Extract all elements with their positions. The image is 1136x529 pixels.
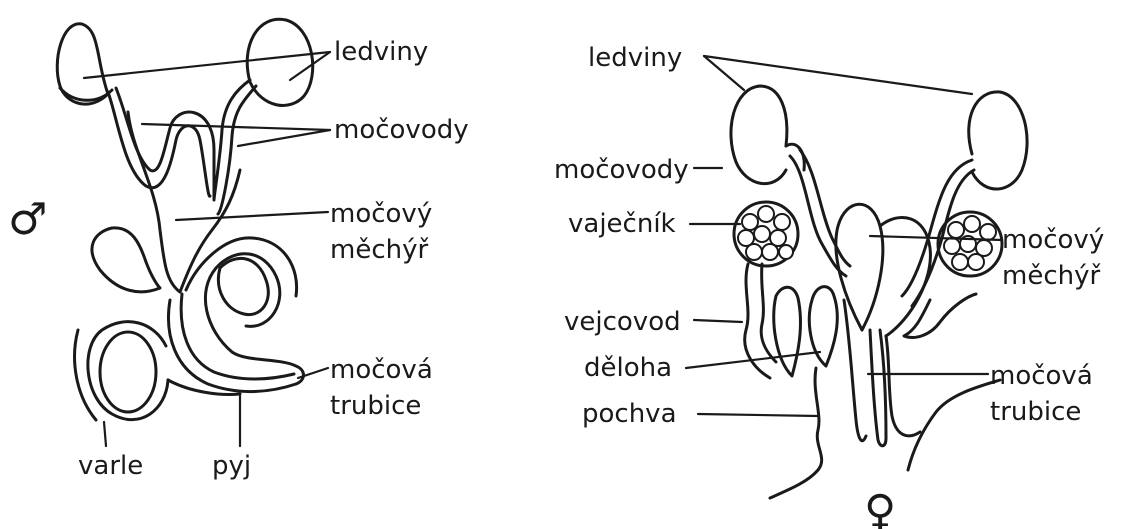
female-right-outer [908, 380, 1000, 470]
male-leaders [84, 52, 330, 446]
female-left-kidney [731, 86, 787, 184]
male-symbol: ♂ [8, 194, 47, 245]
male-label-testis: varle [78, 451, 143, 481]
female-label-urethra-1: močová [990, 361, 1093, 391]
female-label-uterus: děloha [584, 353, 672, 383]
male-label-penis: pyj [212, 451, 251, 481]
female-vagina-leader [698, 414, 818, 416]
female-right-oviduct [886, 336, 920, 436]
male-label-bladder-2: měchýř [330, 235, 428, 265]
female-oviduct-leader [694, 320, 742, 322]
female-kidneys-leader-2 [704, 56, 972, 94]
female-label-oviduct: vejcovod [564, 307, 681, 337]
female-vagina [770, 368, 822, 498]
male-bladder-leader [176, 212, 328, 220]
female-label-ovary: vaječník [568, 209, 676, 239]
female-label-bladder-1: močový [1002, 225, 1104, 255]
female-uterus-body [844, 300, 866, 441]
female-uterus-leader [686, 352, 820, 368]
male-testis [100, 332, 156, 412]
female-urethra [870, 330, 886, 446]
male-label-urethra-1: močová [330, 355, 433, 385]
female-right-kidney [969, 92, 1027, 189]
female-label-ureters: močovody [554, 155, 689, 185]
male-right-kidney [247, 19, 313, 105]
female-bladder [836, 204, 883, 330]
male-left-lobe [92, 228, 160, 292]
female-uterus-center [809, 287, 837, 366]
female-diagram [731, 86, 1027, 498]
male-penis-loop-inner [218, 258, 268, 314]
female-label-vagina: pochva [582, 399, 677, 429]
male-ureters-leader-2 [238, 130, 330, 146]
male-testis-leader [104, 422, 106, 446]
female-right-ovary [938, 212, 1002, 276]
male-kidneys-leader-1 [84, 52, 330, 78]
male-label-kidneys: ledviny [334, 37, 428, 67]
female-uterus-left-horn [774, 287, 801, 376]
male-label-ureters: močovody [334, 115, 469, 145]
female-left-kidney-hilum [786, 144, 804, 170]
female-label-kidneys: ledviny [588, 43, 682, 73]
male-label-bladder-1: močový [330, 199, 432, 229]
female-left-ovary [734, 202, 798, 266]
female-label-bladder-2: měchýř [1002, 261, 1100, 291]
female-symbol: ♀ [864, 486, 896, 529]
male-right-ureter-inner [218, 86, 256, 214]
female-label-urethra-2: trubice [990, 397, 1081, 427]
female-bladder-right [880, 217, 930, 336]
male-label-urethra-2: trubice [330, 391, 421, 421]
